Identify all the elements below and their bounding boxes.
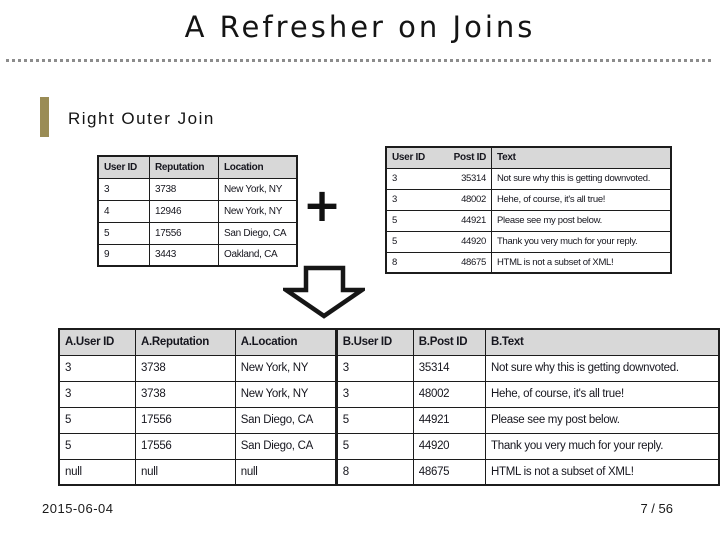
footer-date: 2015-06-04 (42, 501, 114, 516)
column-header: User ID (385, 146, 441, 169)
table-cell: 9 (97, 243, 150, 267)
table-cell: New York, NY (218, 177, 298, 201)
page-title: A Refresher on Joins (184, 10, 536, 44)
title-divider (6, 59, 714, 62)
table-cell: 48002 (441, 188, 492, 211)
table-cell: 5 (58, 432, 137, 460)
table-cell: 35314 (412, 354, 487, 382)
table-cell: New York, NY (218, 199, 298, 223)
table-cell: 5 (58, 406, 137, 434)
table-cell: Not sure why this is getting downvoted. (491, 167, 672, 190)
table-cell: 3 (385, 188, 441, 211)
table-cell: 8 (334, 458, 414, 486)
table-cell: 3443 (149, 243, 219, 267)
table-cell: Please see my post below. (491, 209, 672, 232)
table-cell: New York, NY (234, 354, 337, 382)
column-header: Text (491, 146, 672, 169)
table-cell: HTML is not a subset of XML! (491, 251, 672, 274)
table-cell: San Diego, CA (234, 406, 337, 434)
table-cell: San Diego, CA (234, 432, 337, 460)
column-header: A.User ID (58, 328, 137, 356)
table-cell: 3738 (149, 177, 219, 201)
table-cell: Hehe, of course, it's all true! (491, 188, 672, 211)
table-cell: 17556 (149, 221, 219, 245)
table-cell: 48675 (441, 251, 492, 274)
table-cell: 44921 (441, 209, 492, 232)
table-cell: HTML is not a subset of XML! (485, 458, 720, 486)
table-cell: San Diego, CA (218, 221, 298, 245)
table-cell: Oakland, CA (218, 243, 298, 267)
table-cell: 48002 (412, 380, 487, 408)
table-cell: 3 (385, 167, 441, 190)
table-cell: 3 (334, 380, 414, 408)
table-cell: null (135, 458, 236, 486)
table-cell: 5 (334, 432, 414, 460)
table-cell: null (234, 458, 337, 486)
table-cell: Thank you very much for your reply. (485, 432, 720, 460)
column-header: A.Reputation (135, 328, 236, 356)
column-header: Reputation (149, 155, 219, 179)
table-cell: Not sure why this is getting downvoted. (485, 354, 720, 382)
column-header: Post ID (441, 146, 492, 169)
table-cell: 35314 (441, 167, 492, 190)
table-cell: 8 (385, 251, 441, 274)
table-cell: Thank you very much for your reply. (491, 230, 672, 253)
column-header: A.Location (234, 328, 337, 356)
column-header: B.User ID (334, 328, 414, 356)
column-header: Location (218, 155, 298, 179)
table-cell: 44920 (441, 230, 492, 253)
table-cell: 3 (58, 354, 137, 382)
section-heading: Right Outer Join (68, 109, 215, 128)
column-header: User ID (97, 155, 150, 179)
section-accent-bar (40, 97, 49, 137)
table-cell: 3 (334, 354, 414, 382)
table-cell: 5 (385, 230, 441, 253)
column-header: B.Text (485, 328, 720, 356)
table-cell: null (58, 458, 137, 486)
table-cell: 3738 (135, 380, 236, 408)
table-cell: 5 (334, 406, 414, 434)
table-cell: 12946 (149, 199, 219, 223)
table-cell: 3 (58, 380, 137, 408)
table-cell: 5 (97, 221, 150, 245)
table-cell: 3738 (135, 354, 236, 382)
table-cell: 4 (97, 199, 150, 223)
table-cell: New York, NY (234, 380, 337, 408)
table-cell: Hehe, of course, it's all true! (485, 380, 720, 408)
table-cell: Please see my post below. (485, 406, 720, 434)
table-cell: 44920 (412, 432, 487, 460)
down-arrow-icon (283, 265, 365, 319)
table-cell: 17556 (135, 432, 236, 460)
table-cell: 5 (385, 209, 441, 232)
table-cell: 44921 (412, 406, 487, 434)
table-cell: 3 (97, 177, 150, 201)
table-cell: 17556 (135, 406, 236, 434)
column-header: B.Post ID (412, 328, 487, 356)
plus-sign: + (302, 178, 342, 232)
footer-page-number: 7 / 56 (640, 501, 673, 516)
table-cell: 48675 (412, 458, 487, 486)
